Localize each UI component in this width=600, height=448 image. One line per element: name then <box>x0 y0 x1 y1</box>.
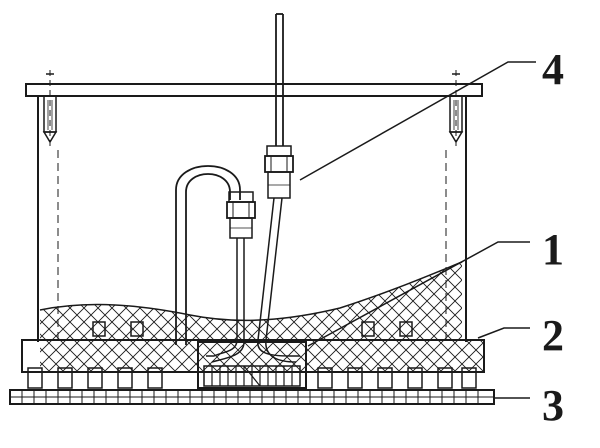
fin-row <box>27 367 477 389</box>
right-bolt <box>448 70 464 150</box>
square-cutouts <box>92 321 413 337</box>
top-plate <box>25 83 483 97</box>
callout-label-3: 3 <box>542 381 564 430</box>
bottom-plate <box>9 389 495 405</box>
leader-lines <box>299 61 536 399</box>
heater-block <box>197 341 307 389</box>
u-bend-tube <box>175 165 241 345</box>
callout-label-1: 1 <box>542 225 564 274</box>
hatched-fill-material <box>39 261 485 372</box>
feed-tubes <box>206 197 300 363</box>
vertical-rod <box>275 13 284 146</box>
callout-label-2: 2 <box>542 311 564 360</box>
left-bolt <box>42 70 58 150</box>
base-block <box>21 339 485 373</box>
right-fitting <box>264 145 294 199</box>
left-fitting <box>226 191 256 239</box>
callout-label-4: 4 <box>542 45 564 94</box>
container-walls <box>37 96 467 342</box>
